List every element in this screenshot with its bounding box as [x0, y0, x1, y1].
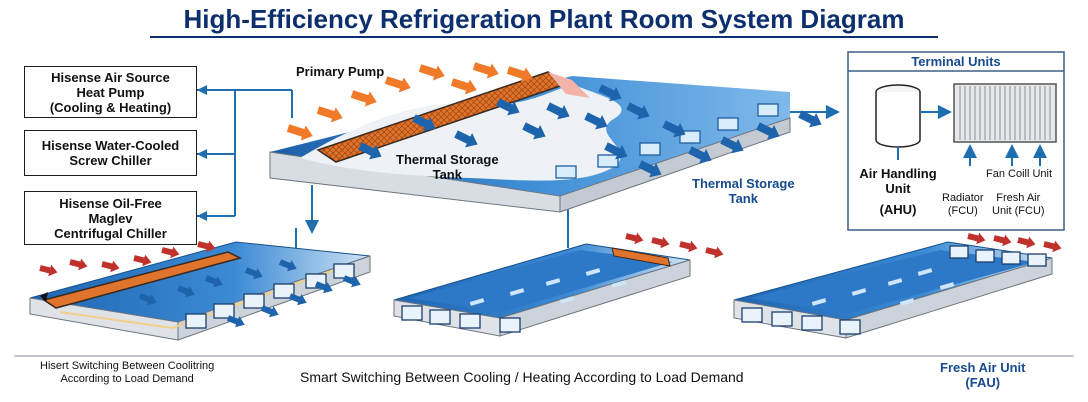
maglev-centrifugal-chiller-box: Hisense Oil-Free Maglev Centrifugal Chil…: [24, 191, 197, 245]
maglev-centrifugal-chiller-label: Hisense Oil-Free Maglev Centrifugal Chil…: [54, 195, 167, 241]
ahu-label: Air Handling Unit: [859, 166, 937, 196]
fan-coil-panel: [953, 83, 1057, 166]
page-title: High-Efficiency Refrigeration Plant Room…: [183, 4, 905, 34]
left-caption: Hisert Switching Between Coolitring Acco…: [40, 360, 215, 385]
pipe-arrow-maglev: [197, 211, 207, 221]
ahu-cylinder: [875, 84, 952, 160]
pipe-arrow-heatpump: [197, 85, 207, 95]
heat-arrows-central: [286, 62, 533, 141]
primary-pump-label: Primary Pump: [296, 64, 385, 79]
thermal-storage-outer-label: Thermal Storage Tank: [692, 176, 795, 206]
ahu-abbr-label: (AHU): [879, 202, 917, 217]
center-bottom-tank: [393, 232, 724, 337]
pipe-arrow-screw: [197, 149, 207, 159]
center-caption: Smart Switching Between Cooling / Heatin…: [300, 369, 744, 385]
air-source-heat-pump-box: Hisense Air Source Heat Pump (Cooling & …: [24, 66, 197, 118]
thermal-storage-inner-label: Thermal Storage Tank: [396, 152, 499, 182]
fresh-air-fcu-label: Fresh Air Unit (FCU): [992, 192, 1045, 217]
flow-arrows-central: [358, 84, 822, 178]
water-cooled-screw-chiller-label: Hisense Water-Cooled Screw Chiller: [41, 138, 180, 168]
terminal-units-heading: Terminal Units: [911, 54, 1001, 69]
air-source-heat-pump-label: Hisense Air Source Heat Pump (Cooling & …: [49, 69, 172, 115]
fan-coil-label: Fan Coill Unit: [986, 168, 1053, 180]
water-cooled-screw-chiller-box: Hisense Water-Cooled Screw Chiller: [24, 130, 197, 176]
fresh-air-unit-caption: Fresh Air Unit (FAU): [940, 360, 1026, 390]
radiator-label: Radiator (FCU): [942, 192, 984, 217]
left-bottom-tank: [29, 240, 371, 341]
right-bottom-tank: [733, 232, 1062, 339]
